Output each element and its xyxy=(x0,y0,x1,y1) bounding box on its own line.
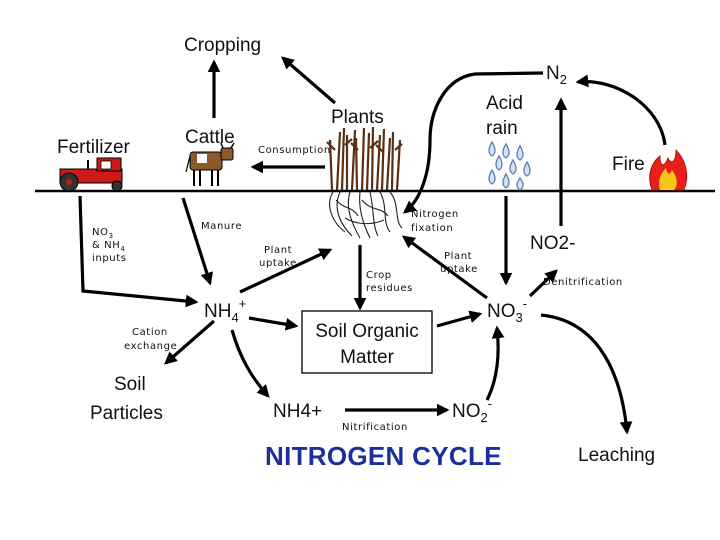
node-no3: NO3- xyxy=(487,296,527,325)
label-nitrogen-fixation-line1: Nitrogen xyxy=(411,209,459,220)
node-soil-particles-line2: Particles xyxy=(90,403,163,424)
arrow-no3-to-plants xyxy=(401,235,488,300)
node-soil-particles-line1: Soil xyxy=(114,374,146,395)
arrow-som-no3-exchange xyxy=(436,310,483,328)
node-fertilizer: Fertilizer xyxy=(57,137,131,158)
label-plant-uptake-left-line1: Plant xyxy=(264,245,292,256)
label-plant-uptake-left-line2: uptake xyxy=(259,258,297,269)
label-nitrification: Nitrification xyxy=(342,422,408,433)
node-cattle: Cattle xyxy=(185,127,235,148)
arrow-nh4-to-plants xyxy=(239,248,333,294)
rain-icon xyxy=(488,140,531,191)
label-denitrification: Denitrification xyxy=(543,277,623,288)
node-acid-rain-line2: rain xyxy=(486,118,518,139)
soil-organic-matter-box xyxy=(301,310,433,374)
label-cation-exchange-line2: exchange xyxy=(124,341,177,352)
arrow-plants-to-cropping xyxy=(281,56,337,105)
arrow-nh4-to-nh4-lower xyxy=(230,329,270,398)
node-n2: N2 xyxy=(546,63,567,87)
label-plant-uptake-right-line1: Plant xyxy=(444,251,472,262)
label-manure: Manure xyxy=(201,221,242,232)
arrow-no2-to-no3 xyxy=(485,325,505,401)
node-soil-organic-line2: Matter xyxy=(340,347,395,368)
label-plant-uptake-right-line2: uptake xyxy=(440,264,478,275)
label-cation-exchange-line1: Cation xyxy=(132,327,168,338)
label-crop-residues-line2: residues xyxy=(366,283,413,294)
node-no2: NO2- xyxy=(452,396,492,425)
arrow-no3-to-leaching xyxy=(540,313,633,435)
diagram-title: NITROGEN CYCLE xyxy=(265,441,502,471)
node-fire: Fire xyxy=(612,154,645,175)
label-inputs-line2: & NH4 xyxy=(92,240,125,253)
node-nh4: NH4+ xyxy=(204,296,246,325)
arrow-no3-to-no2 xyxy=(528,269,558,298)
label-nitrogen-fixation-line2: fixation xyxy=(411,223,453,234)
arrow-fire-to-n2 xyxy=(575,74,667,146)
plants-icon xyxy=(326,126,403,239)
node-acid-rain-line1: Acid xyxy=(486,93,523,114)
label-crop-residues-line1: Crop xyxy=(366,270,392,281)
node-leaching: Leaching xyxy=(578,445,655,466)
arrow-fertilizer-to-nh4 xyxy=(78,195,199,308)
node-cropping: Cropping xyxy=(184,35,261,56)
arrow-cattle-to-nh4 xyxy=(181,197,213,286)
cow-icon xyxy=(185,142,235,186)
label-inputs-line1: NO3 xyxy=(92,227,114,240)
fire-icon xyxy=(649,149,688,191)
tractor-icon xyxy=(59,157,123,192)
node-soil-organic-line1: Soil Organic xyxy=(315,321,419,342)
label-inputs-line3: inputs xyxy=(92,253,127,264)
node-no2-top: NO2- xyxy=(530,233,575,254)
arrow-n2-to-nitrogen-fixation xyxy=(403,71,544,214)
arrow-nh4-som-exchange xyxy=(248,316,299,331)
node-plants: Plants xyxy=(331,107,384,128)
node-nh4-plus: NH4+ xyxy=(273,401,322,422)
label-consumption: Consumption xyxy=(258,145,331,156)
arrow-nh4-to-soil-particles xyxy=(164,319,216,365)
